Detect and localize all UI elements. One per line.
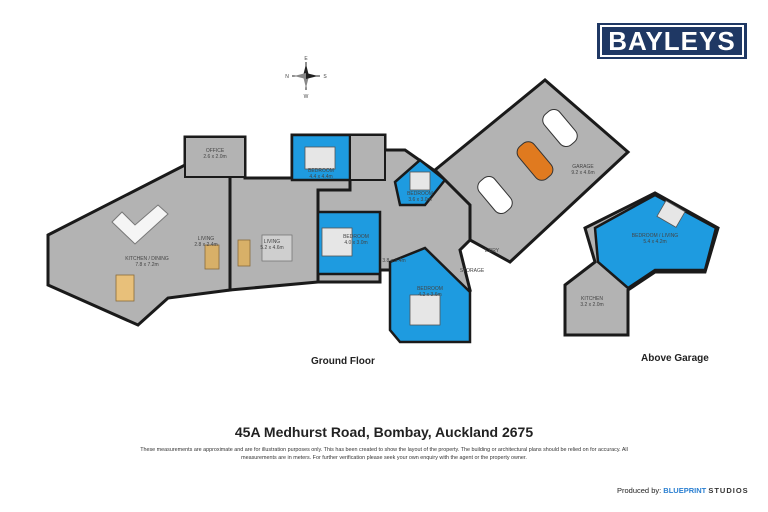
credit: Produced by: BLUEPRINT STUDIOS [617, 486, 749, 495]
credit-prefix: Produced by: [617, 486, 662, 495]
label-bedroom4: BEDROOM [417, 286, 443, 292]
label-bedroom2: BEDROOM [407, 191, 433, 197]
ground-floor-label: Ground Floor [311, 356, 375, 367]
label-bedroom-living: BEDROOM / LIVING [632, 233, 679, 239]
credit-suffix: STUDIOS [708, 486, 749, 495]
label-bedroom3: BEDROOM [343, 234, 369, 240]
compass-south: W [304, 94, 309, 100]
size-bedroom-living: 5.4 x 4.2m [643, 239, 666, 245]
size-living1: 2.8 x 2.4m [194, 242, 217, 248]
size-hall: 3.8 x 1.4m [382, 258, 405, 264]
size-living2: 5.2 x 4.6m [260, 245, 283, 251]
ground-floor [46, 78, 631, 344]
property-address: 45A Medhurst Road, Bombay, Auckland 2675 [234, 424, 534, 440]
label-bedroom1: BEDROOM [308, 168, 334, 174]
size-kitchen: 7.8 x 7.2m [135, 262, 158, 268]
compass-north: E [304, 56, 308, 62]
compass-west: N [285, 74, 289, 80]
disclaimer-text: These measurements are approximate and a… [140, 447, 628, 461]
label-laundry: L'DRY [485, 248, 500, 254]
compass-icon: E N S W [285, 56, 327, 100]
label-office: OFFICE [206, 148, 225, 154]
label-kitchen: KITCHEN / DINING [125, 256, 169, 262]
size-kitchen2: 3.2 x 2.0m [580, 302, 603, 308]
size-bedroom4: 4.2 x 3.6m [418, 292, 441, 298]
label-garage: GARAGE [572, 164, 594, 170]
size-bedroom1: 4.4 x 4.4m [309, 174, 332, 180]
label-storage: STORAGE [460, 268, 485, 274]
label-kitchen2: KITCHEN [581, 296, 603, 302]
compass-east: S [323, 74, 327, 80]
size-garage: 9.2 x 4.6m [571, 170, 594, 176]
label-living1: LIVING [198, 236, 215, 242]
above-garage-label: Above Garage [641, 353, 709, 364]
logo-text: BAYLEYS [600, 25, 744, 57]
size-bedroom3: 4.0 x 3.0m [344, 240, 367, 246]
label-living2: LIVING [264, 239, 281, 245]
bayleys-logo: BAYLEYS [597, 23, 747, 59]
size-office: 2.6 x 2.0m [203, 154, 226, 160]
size-bedroom2: 3.6 x 3.0m [408, 197, 431, 203]
credit-name: BLUEPRINT [663, 486, 707, 495]
above-garage-floor [563, 191, 720, 337]
